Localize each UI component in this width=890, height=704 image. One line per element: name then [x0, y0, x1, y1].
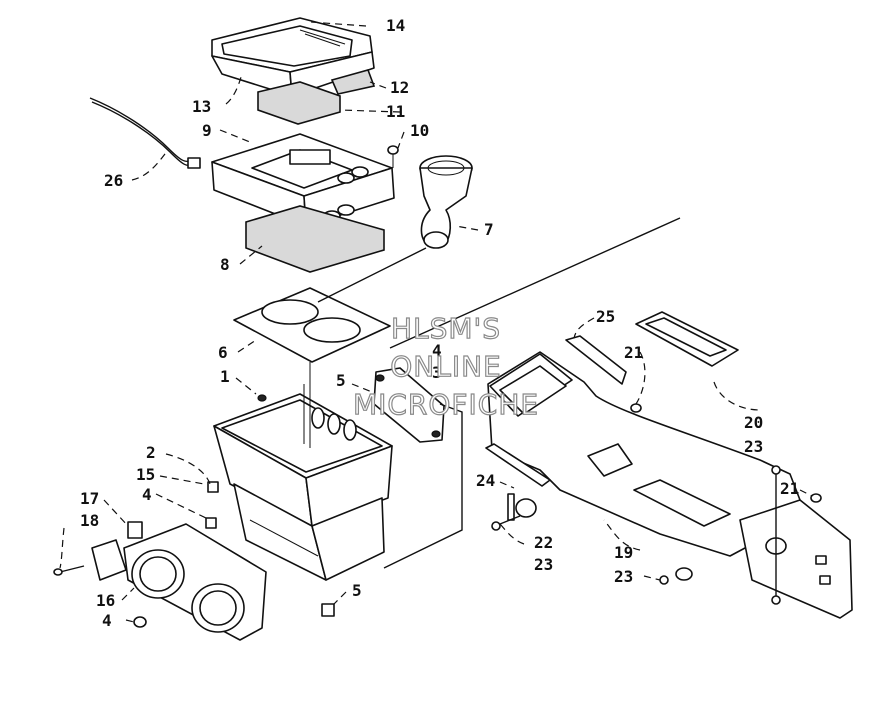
part-3-gasket [373, 367, 445, 443]
callout-12: 12 [390, 78, 409, 97]
callout-10: 10 [410, 121, 429, 140]
part-20-gasket [635, 311, 739, 367]
callout-4b: 4 [142, 485, 152, 504]
callout-4a: 4 [432, 341, 442, 360]
assembly-lines [303, 217, 681, 569]
callout-23c: 23 [614, 567, 633, 586]
callout-21a: 21 [624, 343, 643, 362]
part-18-screw [53, 539, 127, 581]
callout-21b: 21 [780, 479, 799, 498]
callout-6: 6 [218, 343, 228, 362]
part-23-screw-b [491, 515, 521, 531]
watermark: HLSM'S ONLINE MICROFICHE [352, 311, 539, 421]
part-4-nut-a [133, 616, 147, 628]
part-10-fastener [387, 145, 399, 168]
part-17-bushing [127, 521, 143, 539]
callout-5b: 5 [352, 581, 362, 600]
callout-22: 22 [534, 533, 553, 552]
callout-14: 14 [386, 16, 405, 35]
part-6-plate [233, 287, 391, 363]
part-21-nut-b [810, 493, 822, 503]
airbox-lower-housing [233, 483, 385, 581]
callout-17: 17 [80, 489, 99, 508]
callout-23a: 23 [744, 437, 763, 456]
callout-24: 24 [476, 471, 495, 490]
callout-5a: 5 [336, 371, 346, 390]
part-21-nut-a [630, 403, 642, 413]
callout-19: 19 [614, 543, 633, 562]
callout-1: 1 [220, 367, 230, 386]
callout-11: 11 [386, 102, 405, 121]
part-5-nut [321, 603, 335, 617]
part-25-bracket [565, 335, 627, 385]
callout-8: 8 [220, 255, 230, 274]
watermark-line-1: HLSM'S [391, 312, 501, 345]
callout-16: 16 [96, 591, 115, 610]
callout-15: 15 [136, 465, 155, 484]
callout-7: 7 [484, 220, 494, 239]
leader-lines [59, 21, 813, 623]
callout-2: 2 [146, 443, 156, 462]
part-22-clip [507, 493, 537, 521]
part-2-grommet [207, 481, 219, 493]
part-23-screw-a [771, 465, 781, 605]
callout-20: 20 [744, 413, 763, 432]
part-12-foam-pad [330, 69, 376, 95]
part-8-foam-pad [245, 205, 385, 273]
part-24-strap [485, 443, 551, 487]
callout-3: 3 [432, 363, 442, 382]
watermark-line-3: MICROFICHE [353, 388, 539, 421]
part-9-tray [211, 133, 395, 228]
callout-9: 9 [202, 121, 212, 140]
callout-4c: 4 [102, 611, 112, 630]
part-7-intake-elbow [419, 155, 473, 249]
part-11-foam-pad [257, 81, 341, 125]
callout-labels: 14 13 12 11 10 9 26 7 8 6 4 3 5 1 2 15 4… [80, 16, 799, 630]
callout-26: 26 [104, 171, 123, 190]
callout-13: 13 [192, 97, 211, 116]
part-19-console [487, 351, 853, 619]
watermark-line-2: ONLINE [390, 350, 501, 383]
callout-18: 18 [80, 511, 99, 530]
part-15-bolt [205, 517, 217, 529]
callout-23b: 23 [534, 555, 553, 574]
part-26-cable [89, 97, 201, 169]
part-16-inlet-silencer [123, 523, 267, 641]
part-23-screw-c [659, 567, 693, 585]
part-14-lid [211, 17, 375, 97]
callout-25: 25 [596, 307, 615, 326]
